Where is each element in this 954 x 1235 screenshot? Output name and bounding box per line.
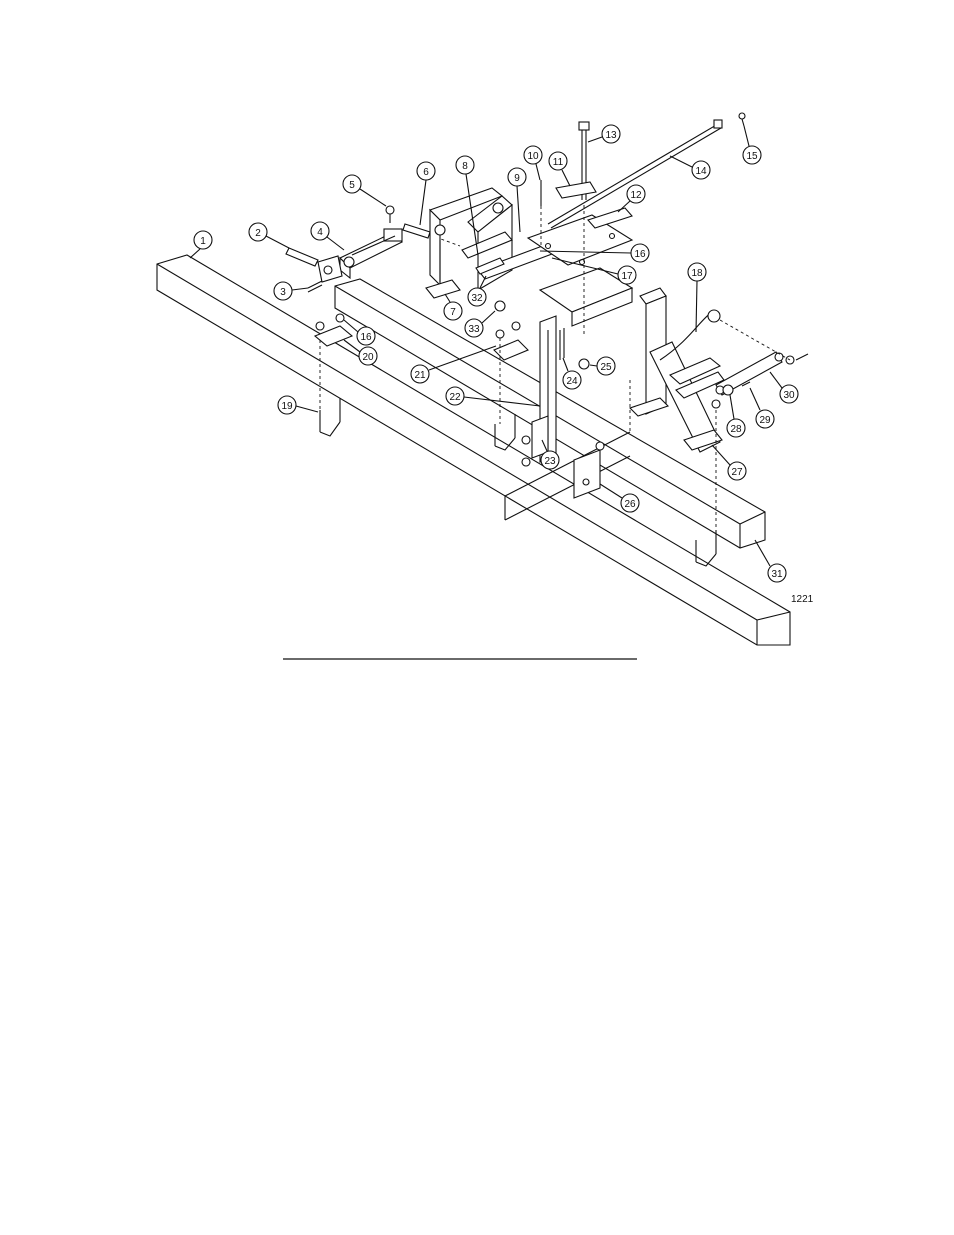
callout-label: 22 [449,392,461,403]
callout-18: 18 [688,263,706,332]
callout-label: 12 [630,190,642,201]
callout-4: 4 [311,222,344,250]
callout-label: 16 [634,249,646,260]
callout-label: 1 [200,236,206,247]
callout-32: 32 [468,276,486,306]
callout-2: 2 [249,223,289,248]
callout-29: 29 [750,388,774,428]
callout-label: 7 [450,307,456,318]
callout-label: 11 [553,157,564,168]
callout-30: 30 [770,372,798,403]
hydraulic-cylinder [340,229,402,278]
clevis-pin [286,248,318,266]
callout-label: 32 [471,293,483,304]
callout-label: 17 [621,271,633,282]
callout-10: 10 [524,146,542,180]
callout-label: 8 [462,161,468,172]
rear-nut [712,400,720,408]
center-mount-plate [528,215,632,326]
callout-label: 3 [280,287,286,298]
callout-label: 10 [527,151,539,162]
callout-13: 13 [588,125,620,143]
callout-11: 11 [549,152,570,186]
spring-handle [660,310,790,360]
callout-1: 1 [190,231,212,258]
callout-label: 30 [783,390,795,401]
vertical-bolt [560,328,564,360]
callout-label: 33 [468,324,480,335]
callout-27: 27 [712,445,746,480]
callout-label: 4 [317,227,323,238]
front-toolbar-beam [157,255,790,645]
callout-label: 20 [362,352,374,363]
callout-31: 31 [755,540,786,582]
callout-label: 18 [691,268,703,279]
callout-24: 24 [563,358,581,389]
shim-plate [588,208,632,228]
callout-label: 29 [759,415,771,426]
callout-label: 14 [695,166,707,177]
callout-5: 5 [343,175,386,206]
callout-label: 2 [255,228,261,239]
callout-3: 3 [274,282,308,300]
callout-15: 15 [743,126,761,164]
callout-12: 12 [618,185,645,212]
figure-id-label: 1221 [791,594,814,605]
callout-label: 15 [746,151,758,162]
callout-7: 7 [444,294,462,320]
callout-19: 19 [278,396,318,414]
callout-25: 25 [590,357,615,375]
callout-label: 25 [600,362,612,373]
callout-28: 28 [727,395,745,437]
callout-33: 33 [465,311,495,337]
callout-label: 31 [771,569,783,580]
callout-label: 26 [624,499,636,510]
callout-label: 16 [360,332,372,343]
rod-end-fitting [739,113,745,126]
callout-label: 28 [730,424,742,435]
callout-label: 5 [349,180,355,191]
callout-label: 19 [281,401,293,412]
flat-washer [495,301,505,311]
spacer-plate [556,182,596,198]
callout-label: 23 [544,456,556,467]
callout-label: 21 [414,370,426,381]
callout-label: 27 [731,467,743,478]
grease-fitting [386,206,394,223]
callout-14: 14 [670,156,710,179]
callout-label: 13 [605,130,617,141]
callout-label: 6 [423,167,429,178]
cylinder-clevis [318,256,342,282]
callout-label: 9 [514,173,520,184]
callout-label: 24 [566,376,578,387]
cotter-pin [308,281,322,292]
